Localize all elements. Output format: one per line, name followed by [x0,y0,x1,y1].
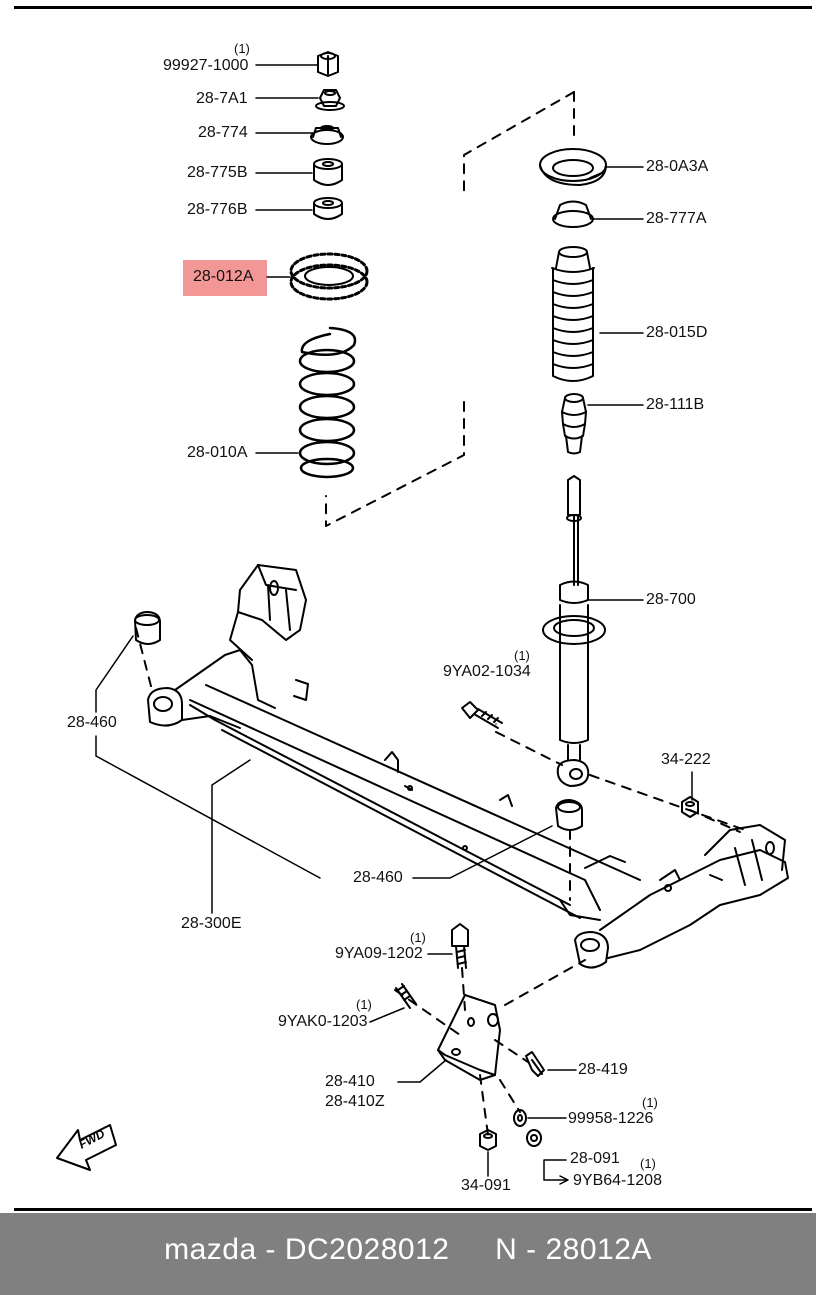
exploded-view-drawing [56,51,789,1185]
top-border [14,6,812,9]
part-28-015D-dust-boot [551,246,595,382]
part-28-774 [310,125,344,145]
label-28-774: 28-774 [198,124,248,141]
part-28-700-shock-absorber [542,475,606,787]
part-28-010A-coil-spring [298,326,357,479]
part-34-091-nut [479,1129,497,1177]
qty-99927-1000: (1) [234,41,250,56]
guide-dashes [135,91,746,1136]
footer-caption: mazda - DC2028012 N - 28012A [0,1233,816,1267]
label-28-410: 28-410 [325,1073,375,1090]
part-28-410-bracket [397,994,501,1083]
label-28-777A: 28-777A [646,210,707,227]
fwd-arrow-icon [56,1124,117,1171]
leader-lines-left [255,64,319,454]
footer-sep-1: - [265,1233,276,1266]
part-99958-1226-washer [513,1109,567,1127]
part-9YA02-1034-bolt [461,701,503,729]
part-9YA09-1202-bolt [427,923,469,969]
label-28-300E: 28-300E [181,915,242,932]
label-28-460-right: 28-460 [353,869,403,886]
part-28-012A-spring-seat [289,252,369,301]
qty-9YA09-1202: (1) [410,930,426,945]
footer-part-code: 28012A [545,1233,652,1266]
footer-sep-2: - [526,1233,537,1266]
label-28-410Z: 28-410Z [325,1093,385,1110]
label-9YA02-1034: 9YA02-1034 [443,663,531,680]
label-28-7A1: 28-7A1 [196,90,248,107]
leader-lines-28-460 [95,635,553,914]
footer-brand: mazda [164,1233,257,1266]
qty-9YB64-1208: (1) [640,1156,656,1171]
part-28-419-bolt [525,1051,577,1077]
label-9YB64-1208: 9YB64-1208 [573,1172,662,1189]
label-28-111B: 28-111B [646,396,705,413]
part-99927-1000-nut [317,51,339,77]
label-28-010A: 28-010A [187,444,248,461]
bottom-border [14,1208,812,1211]
label-28-091: 28-091 [570,1150,620,1167]
label-28-015D: 28-015D [646,324,708,341]
qty-9YA02-1034: (1) [514,648,530,663]
part-28-111B-bump-stop [561,393,587,455]
part-28-0A3A-upper-mount [539,148,607,186]
highlight-28-012A [183,260,267,296]
label-28-700: 28-700 [646,591,696,608]
part-28-776B [313,197,343,220]
footer-oem-number: DC2028012 [284,1233,450,1266]
footer-code-prefix: N [495,1233,518,1266]
label-28-776B: 28-776B [187,201,248,218]
label-28-0A3A: 28-0A3A [646,158,709,175]
qty-99958-1226: (1) [642,1095,658,1110]
part-28-300E-crossmember [134,564,789,969]
label-9YAK0-1203: 9YAK0-1203 [278,1013,368,1030]
label-28-012A: 28-012A [193,268,254,285]
label-34-222: 34-222 [661,751,711,768]
part-9YAK0-1203-stud [369,983,417,1023]
part-28-7A1-nut [315,89,345,111]
part-34-222-nut [681,796,699,818]
label-28-460-left: 28-460 [67,714,117,731]
part-28-777A [552,200,594,228]
label-99958-1226: 99958-1226 [568,1110,654,1127]
label-28-419: 28-419 [578,1061,628,1078]
qty-9YAK0-1203: (1) [356,997,372,1012]
label-99927-1000: 99927-1000 [163,57,249,74]
label-28-775B: 28-775B [187,164,248,181]
label-34-091: 34-091 [461,1177,511,1194]
parts-diagram-sheet: (1) 99927-1000 28-7A1 28-774 28-775B 28-… [14,6,812,1211]
part-28-091-nut [526,1129,569,1185]
label-9YA09-1202: 9YA09-1202 [335,945,423,962]
footer-bar: mazda - DC2028012 N - 28012A [0,1213,816,1295]
leader-lines-right [495,166,693,801]
part-28-775B [313,158,343,186]
